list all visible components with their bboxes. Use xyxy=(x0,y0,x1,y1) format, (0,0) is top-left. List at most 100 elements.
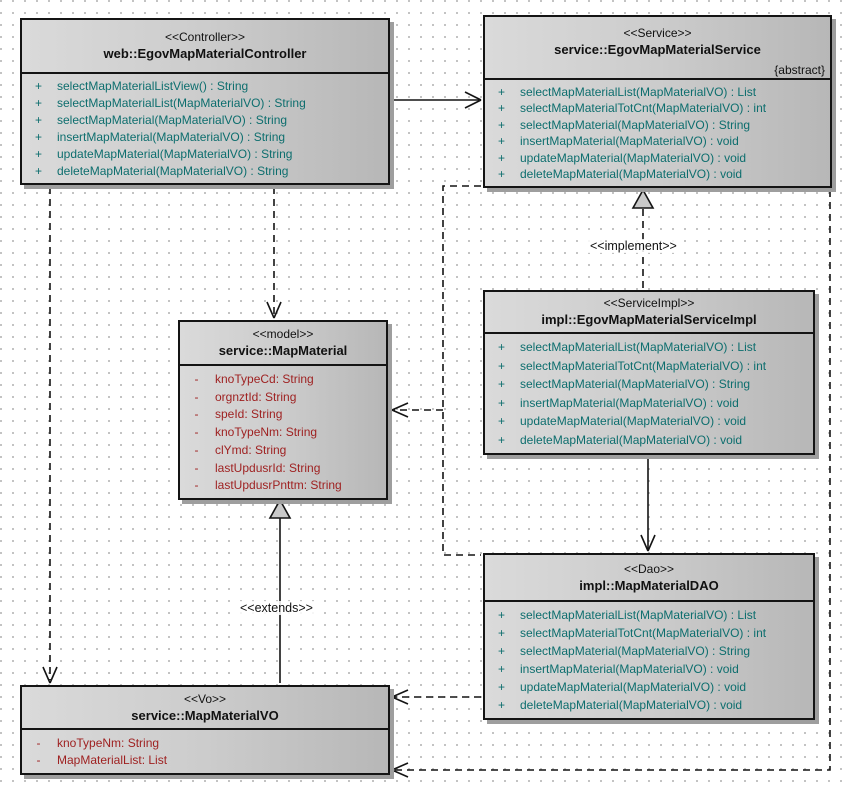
member-signature: updateMapMaterial(MapMaterialVO) : void xyxy=(520,150,747,165)
member-row: + deleteMapMaterial(MapMaterialVO) : void xyxy=(485,433,811,447)
class-stereotype: <<Controller>> xyxy=(164,30,246,44)
member-signature: updateMapMaterial(MapMaterialVO) : void xyxy=(520,680,747,694)
member-signature: insertMapMaterial(MapMaterialVO) : void xyxy=(520,662,739,676)
member-visibility: + xyxy=(497,395,505,410)
member-row: +deleteMapMaterial(MapMaterialVO) : Stri… xyxy=(22,164,386,178)
member-row: + updateMapMaterial(MapMaterialVO) : void xyxy=(485,151,828,165)
class-stereotype: <<Dao>> xyxy=(623,561,675,576)
member-row: +selectMapMaterialTotCnt(MapMaterialVO) … xyxy=(485,101,828,115)
member-visibility: + xyxy=(497,167,505,182)
member-visibility: + xyxy=(34,147,42,161)
implement-label: <<implement>> xyxy=(588,239,679,253)
member-row: +selectMapMaterialTotCnt(MapMaterialVO) … xyxy=(485,626,811,640)
member-signature: knoTypeNm: String xyxy=(57,735,160,750)
member-visibility: + xyxy=(497,680,505,694)
member-row: +selectMapMaterialListView() : String xyxy=(22,79,386,93)
member-visibility: + xyxy=(497,117,505,132)
member-signature: lastUpdusrPnttm: String xyxy=(215,478,342,493)
class-header: <<Dao>> impl::MapMaterialDAO xyxy=(485,555,813,602)
class-box-serviceimpl[interactable]: <<ServiceImpl>> impl::EgovMapMaterialSer… xyxy=(483,290,815,455)
member-signature: lastUpdusrId: String xyxy=(215,460,321,475)
member-signature: insertMapMaterial(MapMaterialVO) : Strin… xyxy=(57,130,286,144)
member-row: + insertMapMaterial(MapMaterialVO) : Stri… xyxy=(22,130,386,144)
arrow-controller-to-model xyxy=(266,187,282,319)
class-stereotype: <<ServiceImpl>> xyxy=(603,296,695,310)
member-signature: speId: String xyxy=(215,407,283,422)
member-visibility: + xyxy=(497,101,505,116)
member-visibility: + xyxy=(497,414,505,429)
member-visibility: + xyxy=(497,84,505,99)
member-row: + selectMapMaterial(MapMaterialVO) : Stri… xyxy=(485,377,811,391)
member-signature: knoTypeCd: String xyxy=(215,371,314,386)
member-row: + insertMapMaterial(MapMaterialVO) : void xyxy=(485,396,811,410)
class-stereotype: <<Service>> xyxy=(623,25,692,40)
class-box-controller[interactable]: <<Controller>> web::EgovMapMaterialContr… xyxy=(20,18,390,185)
member-visibility: + xyxy=(34,79,42,93)
member-list: - knoTypeNm: String -MapMaterialList: List xyxy=(22,730,388,773)
member-visibility: - xyxy=(194,407,199,422)
class-stereotype: <<Vo>> xyxy=(183,691,227,706)
member-row: +selectMapMaterialTotCnt(MapMaterialVO) … xyxy=(485,359,811,373)
member-list: + selectMapMaterialList(MapMaterialVO) : … xyxy=(485,80,830,186)
member-visibility: + xyxy=(497,358,505,373)
arrow-vo-extends-model xyxy=(268,498,292,683)
member-visibility: + xyxy=(497,662,505,676)
member-visibility: + xyxy=(497,608,505,622)
class-name: web::EgovMapMaterialController xyxy=(103,46,307,61)
class-name: service::MapMaterialVO xyxy=(131,707,279,723)
member-signature: deleteMapMaterial(MapMaterialVO) : Strin… xyxy=(57,164,289,178)
class-header: <<model>> service::MapMaterial xyxy=(180,322,386,366)
member-signature: deleteMapMaterial(MapMaterialVO) : void xyxy=(520,698,743,712)
class-header: <<Vo>> service::MapMaterialVO xyxy=(22,687,388,730)
extends-label: <<extends>> xyxy=(238,601,315,615)
class-box-model[interactable]: <<model>> service::MapMaterial - knoTypeC… xyxy=(178,320,388,500)
member-visibility: + xyxy=(497,150,505,165)
member-row: -MapMaterialList: List xyxy=(22,753,386,767)
class-name: service::MapMaterial xyxy=(218,343,348,358)
member-row: +selectMapMaterial(MapMaterialVO) : Stri… xyxy=(22,113,386,127)
member-signature: selectMapMaterial(MapMaterialVO) : Strin… xyxy=(520,377,751,392)
member-row: +deleteMapMaterial(MapMaterialVO) : void xyxy=(485,167,828,181)
member-row: +selectMapMaterial(MapMaterialVO) : Stri… xyxy=(485,118,828,132)
member-visibility: - xyxy=(194,371,199,386)
member-visibility: + xyxy=(497,432,505,447)
member-row: - speId: String xyxy=(180,407,384,421)
member-visibility: + xyxy=(497,644,505,658)
member-signature: updateMapMaterial(MapMaterialVO) : Strin… xyxy=(57,147,293,161)
member-signature: updateMapMaterial(MapMaterialVO) : void xyxy=(520,414,747,429)
class-name: impl::MapMaterialDAO xyxy=(579,577,719,593)
member-visibility: + xyxy=(497,698,505,712)
member-list: + selectMapMaterialList(MapMaterialVO) : … xyxy=(485,602,813,718)
class-box-dao[interactable]: <<Dao>> impl::MapMaterialDAO +selectMapM… xyxy=(483,553,815,720)
member-visibility: + xyxy=(34,113,42,127)
member-row: + selectMapMaterialList(MapMaterialVO) : … xyxy=(485,85,828,99)
member-row: -orgnztId: String xyxy=(180,390,384,404)
member-visibility: + xyxy=(34,96,42,110)
member-row: +selectMapMaterial(MapMaterialVO) : Stri… xyxy=(485,644,811,658)
member-signature: insertMapMaterial(MapMaterialVO) : void xyxy=(520,134,739,149)
member-signature: orgnztId: String xyxy=(215,389,297,404)
member-visibility: + xyxy=(497,377,505,392)
class-stereotype: <<model>> xyxy=(252,327,314,341)
member-row: + insertMapMaterial(MapMaterialVO) : void xyxy=(485,662,811,676)
member-signature: selectMapMaterialList(MapMaterialVO) : L… xyxy=(520,608,757,622)
member-signature: insertMapMaterial(MapMaterialVO) : void xyxy=(520,395,739,410)
class-box-vo[interactable]: <<Vo>> service::MapMaterialVO - knoTypeNm… xyxy=(20,685,390,775)
member-signature: MapMaterialList: List xyxy=(57,753,168,768)
arrow-controller-to-service xyxy=(390,91,482,109)
arrow-dependency-to-model xyxy=(391,402,443,418)
member-visibility: + xyxy=(497,626,505,640)
class-header: <<Service>> service::EgovMapMaterialServ… xyxy=(485,17,830,80)
member-visibility: - xyxy=(36,735,41,750)
class-box-service[interactable]: <<Service>> service::EgovMapMaterialServ… xyxy=(483,15,832,188)
member-visibility: + xyxy=(497,340,505,355)
class-header: <<Controller>> web::EgovMapMaterialContr… xyxy=(22,20,388,74)
edge-service-dao-bracket xyxy=(442,185,481,556)
member-row: + selectMapMaterialList(MapMaterialVO) : … xyxy=(485,608,811,622)
member-row: -lastUpdusrId: String xyxy=(180,461,384,475)
member-signature: deleteMapMaterial(MapMaterialVO) : void xyxy=(520,432,743,447)
member-signature: selectMapMaterialList(MapMaterialVO) : L… xyxy=(520,84,757,99)
member-list: +selectMapMaterialListView() : String +se… xyxy=(22,74,388,183)
member-visibility: + xyxy=(34,130,42,144)
member-visibility: + xyxy=(497,134,505,149)
